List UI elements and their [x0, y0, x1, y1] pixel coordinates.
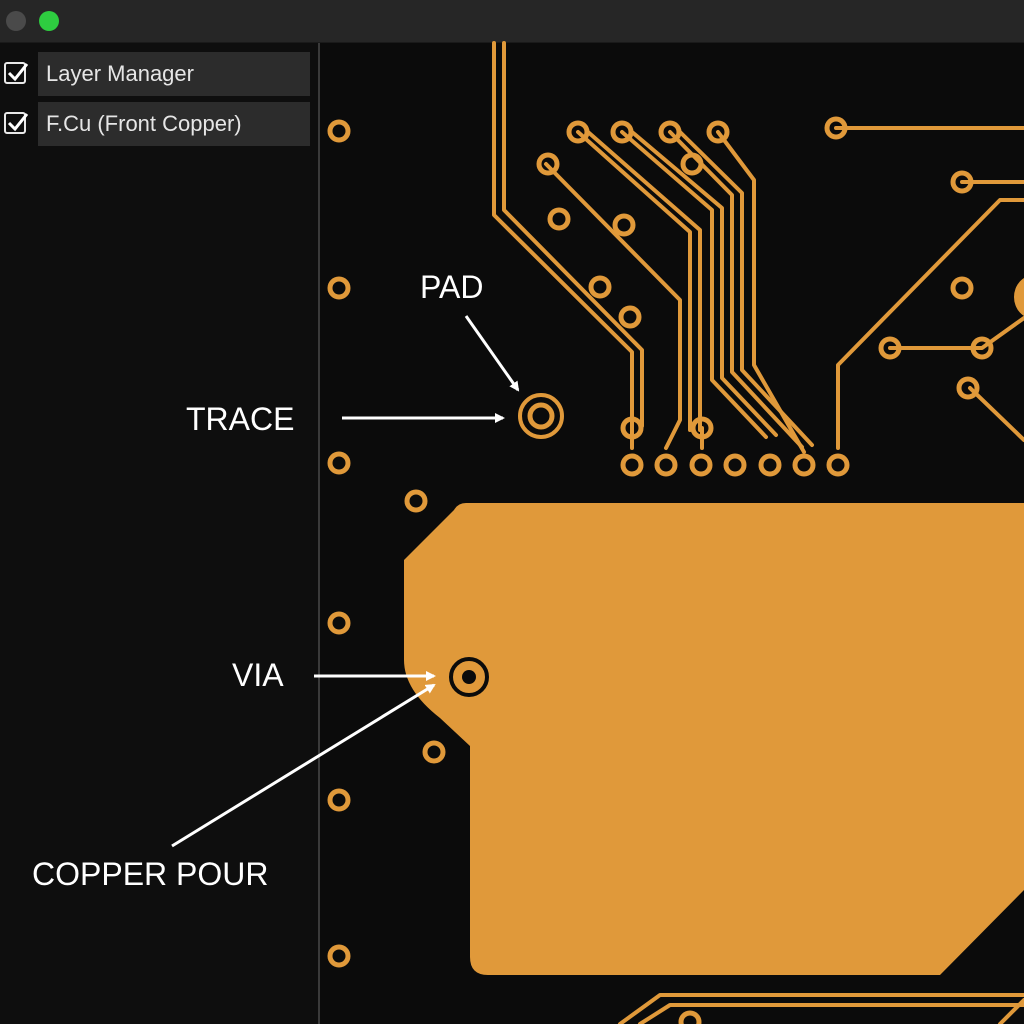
pad-annotation: PAD [420, 269, 483, 305]
pad [327, 944, 351, 968]
trace [492, 41, 634, 430]
pad [620, 416, 644, 440]
traces [492, 41, 1024, 1024]
copper-pour-arrow [171, 683, 436, 848]
pad [706, 120, 730, 144]
pad [826, 453, 850, 477]
front-copper-checkbox[interactable] [4, 112, 29, 134]
pad [792, 453, 816, 477]
trace [630, 130, 778, 437]
pad [678, 1010, 702, 1024]
pad [680, 152, 704, 176]
trace [638, 1003, 1024, 1024]
pad-arrow [464, 315, 520, 392]
trace [998, 998, 1024, 1024]
pad [950, 276, 974, 300]
panel-divider[interactable] [318, 43, 320, 1024]
pad [950, 170, 974, 194]
pad [758, 453, 782, 477]
checkmark-icon [7, 113, 29, 132]
trace [968, 386, 1024, 442]
pad [404, 489, 428, 513]
layer-manager-checkbox[interactable] [4, 62, 29, 84]
trace [576, 130, 692, 432]
pad [612, 213, 636, 237]
trace [716, 130, 806, 454]
trace [544, 162, 682, 450]
close-window-button[interactable] [6, 11, 26, 31]
layers-panel: Layer Manager F.Cu (Front Copper) [0, 43, 318, 1024]
trace [836, 198, 1024, 450]
pad [610, 120, 634, 144]
pad [689, 453, 713, 477]
pad [824, 116, 848, 140]
pads [327, 116, 994, 1024]
pad [547, 207, 571, 231]
pad [588, 275, 612, 299]
layer-manager-label: Layer Manager [38, 52, 310, 96]
pad [970, 336, 994, 360]
pad [620, 453, 644, 477]
layer-row-manager[interactable]: Layer Manager [0, 52, 312, 96]
zoom-window-button[interactable] [39, 11, 59, 31]
pad [878, 336, 902, 360]
pad [723, 453, 747, 477]
pad [327, 611, 351, 635]
trace [586, 130, 702, 432]
copper-pour-annotation: COPPER POUR [32, 856, 268, 892]
annotation-arrows [171, 315, 520, 848]
pad [654, 453, 678, 477]
pad [956, 376, 980, 400]
pad [327, 119, 351, 143]
pad [618, 305, 642, 329]
trace [620, 130, 768, 439]
pad [327, 276, 351, 300]
via-annotation: VIA [232, 657, 284, 693]
copper-pour [404, 503, 1024, 975]
pad [327, 451, 351, 475]
trace [618, 993, 1024, 1024]
pad [536, 152, 560, 176]
trace [888, 316, 1024, 350]
trace-annotation: TRACE [186, 401, 294, 437]
highlighted-pad [518, 393, 564, 439]
pad [690, 416, 714, 440]
checkmark-icon [7, 63, 29, 82]
large-pad [1014, 277, 1024, 317]
title-bar [0, 0, 1024, 43]
layer-row-front-copper[interactable]: F.Cu (Front Copper) [0, 102, 312, 146]
trace [502, 41, 644, 428]
pad [422, 740, 446, 764]
pad [327, 788, 351, 812]
front-copper-label: F.Cu (Front Copper) [38, 102, 310, 146]
via [449, 657, 489, 697]
pad [658, 120, 682, 144]
pad [566, 120, 590, 144]
